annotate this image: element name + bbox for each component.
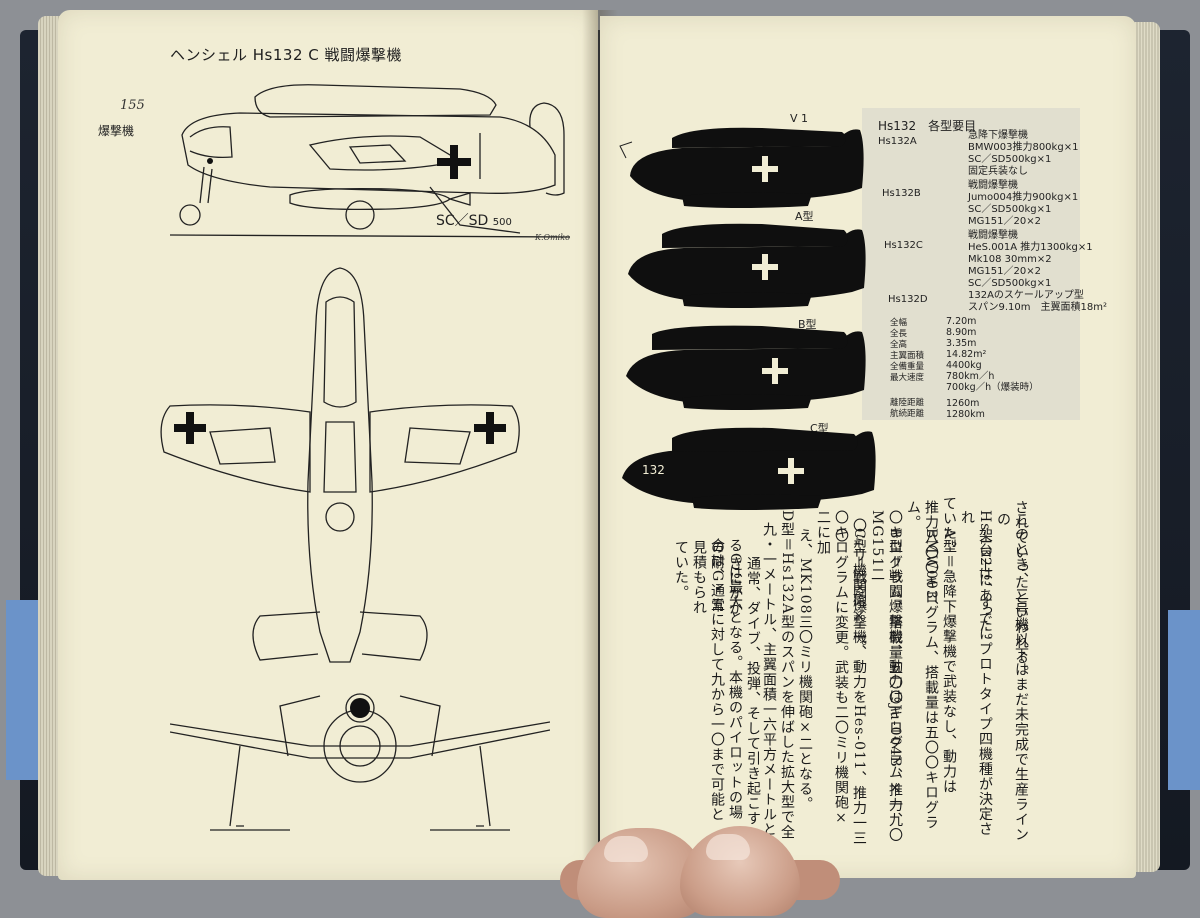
variant-label-a: A型 [795, 210, 814, 223]
body-col-12: 〇キログラムに変更。武装も二〇ミリ機関砲×二に加 [815, 510, 849, 827]
silhouette-c: 132 [622, 427, 876, 510]
spec-heading: Hs132 各型要目 [878, 119, 977, 133]
photo-scene: ヘンシェル Hs132 C 戦闘爆撃機 155 爆撃機 [6, 10, 1200, 918]
spec-name-b: Hs132B [882, 188, 921, 199]
body-col-5: ていた。 [941, 496, 957, 556]
spec-table-labels: 全幅 全長 全高 主翼面積 全備重量 最大速度 [890, 318, 925, 383]
bomb-label: SC／SD 500 [436, 213, 512, 229]
side-view-drawing [169, 84, 571, 238]
body-col-1: されていったといわれる。 [1013, 500, 1029, 680]
variant-label-v1: V 1 [790, 112, 809, 125]
body-col-13: え、MK108三〇ミリ機関砲×二となる。 [797, 528, 813, 812]
spec-lines-c: 戦闘爆撃機 HeS.001A 推力1300kg×1 Mk108 30mm×2 M… [968, 230, 1093, 289]
spec-name-d: Hs132D [888, 294, 928, 305]
spec-lines-b: 戦闘爆撃機 Jumo004推力900kg×1 SC／SD500kg×1 MG15… [968, 180, 1079, 227]
body-col-17: るGは最大となる。本機のパイロットの場合は、通常 [709, 538, 743, 821]
body-col-3: 架台上にあった。 [977, 528, 993, 648]
cover-edge-left [6, 600, 42, 780]
front-view-drawing [170, 693, 550, 831]
body-col-6: A型＝急降下爆撃機で武装なし、動力はBMW003、 [923, 528, 957, 795]
fuselage-number: 132 [642, 463, 665, 477]
body-col-14: D型＝Hs132A型のスパンを伸ばした拡大型で全 [779, 510, 795, 840]
body-col-19: ていた。 [673, 540, 689, 600]
body-col-4: Hs-132は、すでにプロトタイプ四機種が決定され [959, 510, 993, 837]
body-col-11: C型＝戦闘爆撃機、動力をHes-011、推力一三〇 [833, 528, 867, 846]
silhouette-b [626, 325, 866, 410]
spec-range-values: 1260m 1280km [946, 398, 985, 420]
page-number: 155 [120, 98, 145, 113]
body-col-10: 〇ミリ機関砲×二。 [851, 518, 867, 655]
body-col-2: このとき、二号機以下はまだ未完成で生産ラインの [995, 512, 1029, 842]
silhouette-v1 [619, 127, 864, 208]
spec-range-labels: 離陸距離 航続距離 [890, 398, 925, 419]
top-view-drawing [160, 267, 520, 663]
body-col-15: 九・一メートル、主翼面積一六平方メートルとな [761, 522, 777, 852]
spec-lines-a: 急降下爆撃機 BMW003推力800kg×1 SC／SD500kg×1 固定兵装… [968, 130, 1079, 177]
body-col-8: B型＝戦闘爆撃機、動力はJu-004B、推力九〇 [887, 528, 903, 843]
silhouette-a [628, 223, 866, 308]
thumbnail-right [706, 834, 750, 860]
figure-caption: ヘンシェル Hs132 C 戦闘爆撃機 [170, 46, 403, 64]
spec-name-a: Hs132A [878, 136, 917, 147]
spec-name-c: Hs132C [884, 240, 923, 251]
spec-box [862, 108, 1080, 420]
variant-label-b: B型 [798, 318, 817, 331]
cover-edge-right [1168, 610, 1200, 790]
balkenkreuz-top [174, 412, 506, 444]
body-col-16: 通常、ダイブ、投弾、そして引き起こすときにかか [727, 556, 761, 841]
spec-table-values: 7.20m 8.90m 3.35m 14.82m² 4400kg 780km／h… [946, 316, 1039, 393]
left-page [58, 10, 598, 880]
artist-signature: K.Omiko [535, 233, 570, 242]
body-col-9: 〇キログラム、搭載量五〇〇キログラム×一、MG151二 [869, 510, 903, 827]
thumbnail-left [604, 836, 648, 862]
body-col-18: の耐G・五に対して九から一〇まで可能と見積もられ [691, 540, 725, 823]
balkenkreuz-side [437, 145, 471, 179]
spec-lines-d: 132Aのスケールアップ型 スパン9.10m 主翼面積18m² [968, 290, 1107, 313]
section-label: 爆撃機 [98, 124, 135, 138]
body-col-7: 推力八〇〇キログラム、搭載量は五〇〇キログラム。 [905, 500, 939, 830]
